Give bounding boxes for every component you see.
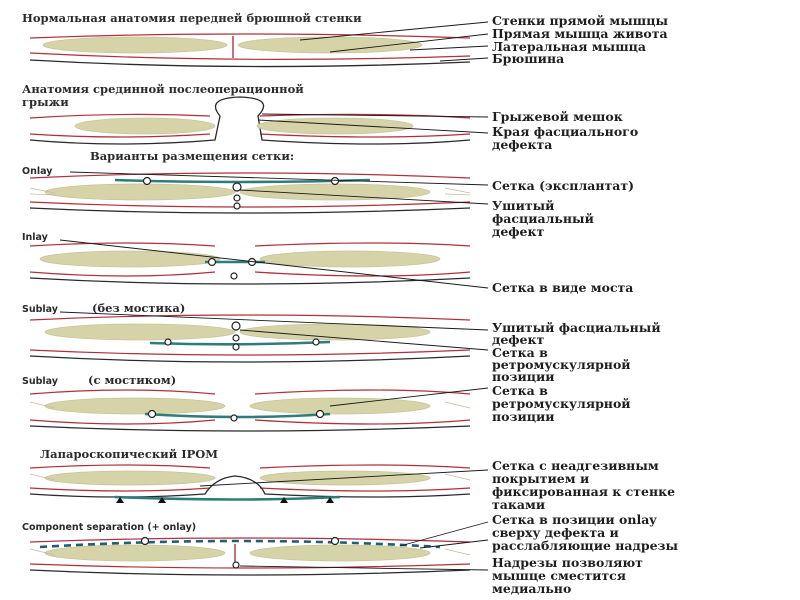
label-sutured-3: дефект — [492, 224, 545, 239]
sublay2-label: Sublay — [22, 376, 59, 387]
right-labels: Стенки прямой мышцы Прямая мышца живота … — [492, 13, 679, 596]
panel-sublay-no-bridge: Sublay (без мостика) — [22, 301, 489, 363]
label-onlay-cs-3: расслабляющие надрезы — [492, 538, 679, 553]
label-hernia-sac: Грыжевой мешок — [492, 109, 623, 124]
label-retro-3: позиции — [492, 369, 555, 384]
label-retro-b-3: позиции — [492, 409, 555, 424]
rectus-muscle-left — [42, 36, 228, 54]
label-defect-edges-2: дефекта — [492, 137, 552, 152]
variants-title: Варианты размещения сетки: — [90, 149, 294, 163]
sublay2-note: (с мостиком) — [88, 373, 176, 387]
label-defect-edges-1: Края фасциального — [492, 124, 638, 139]
label-bridge-mesh: Сетка в виде моста — [492, 280, 633, 295]
panel-component-separation: Component separation (+ onlay) — [22, 521, 489, 576]
label-peritoneum: Брюшина — [492, 51, 564, 66]
label-mesh-explant: Сетка (эксплантат) — [492, 178, 634, 193]
label-incisions-1: Надрезы позволяют — [492, 555, 643, 570]
label-onlay-cs-2: сверху дефекта и — [492, 525, 619, 540]
label-ipom-2: покрытием и — [492, 471, 589, 486]
inlay-label: Inlay — [22, 232, 49, 243]
panel-inlay: Inlay — [22, 232, 489, 289]
sublay1-note: (без мостика) — [92, 301, 185, 315]
panel-sublay-bridge: Sublay (с мостиком) — [22, 373, 489, 432]
hernia-title-line2: грыжи — [22, 95, 69, 109]
label-incisions-3: медиально — [492, 581, 571, 596]
label-rectus-muscle: Прямая мышца живота — [492, 26, 668, 41]
label-retro-b-2: ретромускулярной — [492, 396, 631, 411]
label-rectus-sheath: Стенки прямой мышцы — [492, 13, 668, 28]
panel-ipom: Лапароскопический IPOM — [29, 447, 489, 503]
label-ipom-1: Сетка с неадгезивным — [492, 458, 659, 473]
sublay1-label: Sublay — [22, 304, 59, 315]
normal-anatomy-title: Нормальная анатомия передней брюшной сте… — [22, 11, 362, 25]
panel-hernia-anatomy: Анатомия срединной послеоперационной гры… — [22, 82, 489, 145]
label-sutured-2: фасциальный — [492, 211, 594, 226]
label-retro-2: ретромускулярной — [492, 357, 631, 372]
label-onlay-cs-1: Сетка в позиции onlay — [492, 512, 657, 527]
label-retro-1: Сетка в — [492, 345, 548, 360]
onlay-label: Onlay — [22, 166, 53, 177]
hernia-title-line1: Анатомия срединной послеоперационной — [22, 82, 304, 96]
fibres — [29, 187, 471, 556]
component-title: Component separation (+ onlay) — [22, 522, 196, 533]
label-retro-b-1: Сетка в — [492, 383, 548, 398]
label-ipom-3: фиксированная к стенке — [492, 484, 675, 499]
label-sutured-1: Ушитый — [492, 198, 554, 213]
panel-normal-anatomy: Нормальная анатомия передней брюшной сте… — [22, 11, 489, 68]
label-sutured-defect-1: Ушитый фасциальный — [492, 320, 661, 335]
label-incisions-2: мышце сместится — [492, 568, 626, 583]
label-sutured-defect-2: дефект — [492, 332, 545, 347]
ipom-title: Лапароскопический IPOM — [40, 447, 218, 461]
label-ipom-4: таками — [492, 497, 545, 512]
panel-onlay: Onlay — [22, 166, 489, 214]
label-lateral-muscle: Латеральная мышца — [492, 39, 646, 54]
